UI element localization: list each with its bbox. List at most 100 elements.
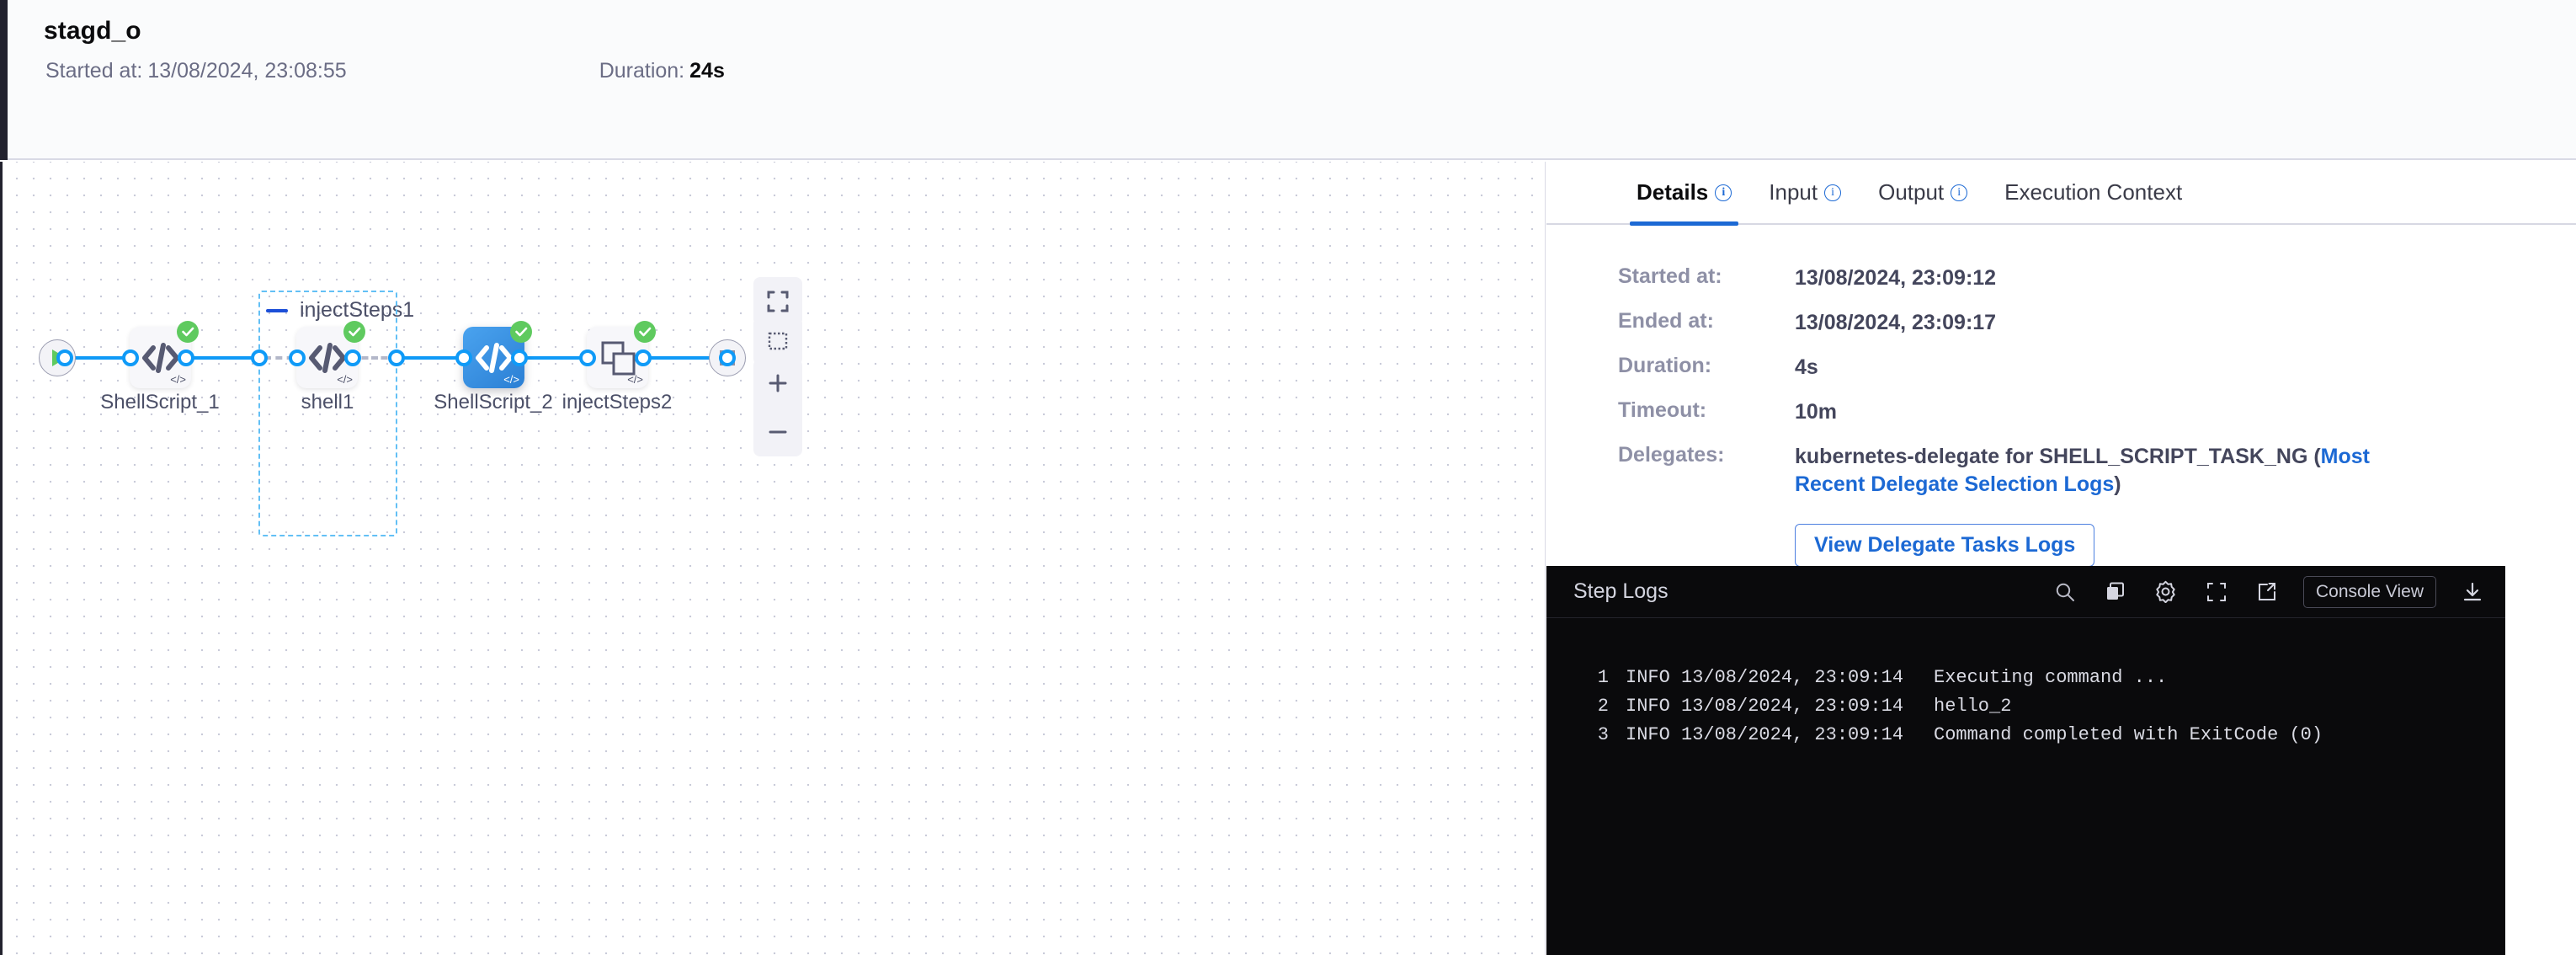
view-delegate-tasks-logs-button[interactable]: View Delegate Tasks Logs — [1795, 524, 2095, 567]
log-line-number: 3 — [1597, 724, 1609, 745]
info-icon[interactable]: i — [1715, 184, 1732, 201]
select-area-control[interactable] — [753, 317, 802, 365]
node-type-code-icon: </> — [503, 373, 519, 386]
status-badge-shellscript1 — [177, 321, 199, 343]
zoom-out-button[interactable] — [753, 408, 802, 456]
ended-at-label: Ended at: — [1618, 309, 1714, 333]
tab-execution-context[interactable]: Execution Context — [1986, 161, 2201, 224]
group-output-port[interactable] — [388, 349, 405, 366]
tab-details[interactable]: Details i — [1618, 161, 1750, 226]
zoom-in-button[interactable] — [753, 359, 802, 408]
shellscript2-input-port[interactable] — [455, 349, 472, 366]
started-at-label: Started at: — [45, 59, 143, 83]
injectsteps2-output-port[interactable] — [635, 349, 652, 366]
copy-icon[interactable] — [2101, 578, 2130, 606]
delegates-text-end: ) — [2114, 472, 2121, 496]
end-node-input-port[interactable] — [719, 349, 736, 366]
node-label-shell1: shell1 — [301, 391, 354, 413]
copy-stack-icon — [587, 327, 648, 388]
connector-shell1-to-group-out — [352, 356, 397, 360]
group-input-port[interactable] — [251, 349, 268, 366]
connector-shellscript1-to-group — [185, 356, 261, 360]
node-label-shellscript1: ShellScript_1 — [100, 391, 220, 413]
log-line-number: 2 — [1597, 696, 1609, 717]
delegate-selection-logs-link[interactable]: Most Recent Delegate Selection Logs — [1795, 445, 2370, 496]
log-line-time: 13/08/2024, 23:09:14 — [1681, 667, 1904, 688]
detail-row-ended-at: Ended at: 13/08/2024, 23:09:17 — [1618, 309, 2576, 337]
detail-tabbar: Details i Input i Output i Execution Con… — [1546, 161, 2576, 226]
step-group-injectSteps1[interactable] — [258, 291, 397, 536]
node-label-injectsteps2: injectSteps2 — [562, 391, 673, 413]
tab-details-label: Details — [1637, 179, 1709, 205]
shell1-input-port[interactable] — [289, 349, 306, 366]
log-line-time: 13/08/2024, 23:09:14 — [1681, 696, 1904, 717]
log-output[interactable]: 1 INFO 13/08/2024, 23:09:14 Executing co… — [1546, 618, 2505, 753]
code-icon — [463, 327, 524, 388]
started-at-value: 13/08/2024, 23:08:55 — [147, 59, 347, 83]
tab-input[interactable]: Input i — [1750, 161, 1860, 224]
duration-block: Duration: 24s — [599, 59, 725, 83]
tab-output-label: Output — [1878, 179, 1945, 205]
shell1-output-port[interactable] — [344, 349, 361, 366]
node-label-shellscript2: ShellScript_2 — [434, 391, 553, 413]
connector-shellscript2-to-injectsteps2 — [517, 356, 593, 360]
timeout-label: Timeout: — [1618, 398, 1707, 422]
detail-row-delegates: Delegates: kubernetes-delegate for SHELL… — [1618, 443, 2576, 499]
external-link-icon[interactable] — [2253, 578, 2281, 606]
log-line-level: INFO — [1626, 667, 1670, 688]
zoom-controls[interactable] — [753, 359, 802, 456]
group-title-label: injectSteps1 — [300, 298, 415, 322]
log-line-level: INFO — [1626, 724, 1670, 745]
tab-execution-context-label: Execution Context — [2004, 179, 2183, 205]
console-view-button[interactable]: Console View — [2302, 575, 2436, 608]
duration-label: Duration: — [599, 59, 685, 83]
fullscreen-icon[interactable] — [2202, 578, 2231, 606]
node-type-code-icon: </> — [337, 373, 353, 386]
info-icon[interactable]: i — [1951, 184, 1968, 201]
log-line-message: hello_2 — [1934, 696, 2012, 717]
ended-at-value: 13/08/2024, 23:09:17 — [1795, 311, 1997, 334]
detail-row-started-at: Started at: 13/08/2024, 23:09:12 — [1618, 264, 2576, 292]
start-node-output-port[interactable] — [56, 349, 73, 366]
duration-label: Duration: — [1618, 354, 1712, 377]
stage-header: stagd_o Started at: 13/08/2024, 23:08:55… — [8, 0, 2576, 160]
details-content: Started at: 13/08/2024, 23:09:12 Ended a… — [1546, 225, 2576, 567]
log-line: 3 INFO 13/08/2024, 23:09:14 Command comp… — [1546, 724, 2505, 753]
connector-group-in-to-shell1 — [264, 356, 305, 360]
window-left-edge — [0, 0, 8, 160]
info-icon[interactable]: i — [1824, 184, 1842, 201]
search-icon[interactable] — [2051, 578, 2079, 606]
timeout-value: 10m — [1795, 400, 1838, 424]
tab-input-label: Input — [1769, 179, 1818, 205]
page-title: stagd_o — [44, 17, 141, 45]
injectsteps2-input-port[interactable] — [579, 349, 596, 366]
delegates-value: kubernetes-delegate for SHELL_SCRIPT_TAS… — [1795, 443, 2435, 499]
delegates-text: kubernetes-delegate for SHELL_SCRIPT_TAS… — [1795, 445, 2321, 468]
fit-to-screen-button[interactable] — [753, 277, 802, 326]
gear-icon[interactable] — [2152, 578, 2180, 606]
download-icon[interactable] — [2458, 578, 2487, 606]
select-area-button[interactable] — [753, 317, 802, 365]
log-line-message: Executing command ... — [1934, 667, 2168, 688]
node-type-code-icon: </> — [170, 373, 186, 386]
group-header-injectSteps1[interactable]: injectSteps1 — [266, 298, 414, 323]
log-line-number: 1 — [1597, 667, 1609, 688]
started-at-label: Started at: — [1618, 264, 1722, 288]
header-meta: Started at: 13/08/2024, 23:08:55 Duratio… — [45, 59, 725, 83]
log-line: 2 INFO 13/08/2024, 23:09:14 hello_2 — [1546, 696, 2505, 724]
log-line-time: 13/08/2024, 23:09:14 — [1681, 724, 1904, 745]
status-badge-shell1 — [343, 321, 365, 343]
code-icon — [296, 327, 358, 388]
delegates-label: Delegates: — [1618, 443, 1725, 467]
shellscript1-input-port[interactable] — [122, 349, 139, 366]
shellscript1-output-port[interactable] — [178, 349, 194, 366]
tab-output[interactable]: Output i — [1860, 161, 1986, 224]
detail-row-duration: Duration: 4s — [1618, 354, 2576, 381]
detail-row-timeout: Timeout: 10m — [1618, 398, 2576, 426]
step-logs-title: Step Logs — [1573, 579, 1669, 603]
shellscript2-output-port[interactable] — [511, 349, 528, 366]
pipeline-canvas[interactable]: injectSteps1 </> — [0, 162, 1546, 955]
collapse-icon[interactable] — [266, 308, 288, 312]
connector-start-to-shellscript1 — [64, 356, 138, 360]
started-at-value: 13/08/2024, 23:09:12 — [1795, 266, 1997, 290]
